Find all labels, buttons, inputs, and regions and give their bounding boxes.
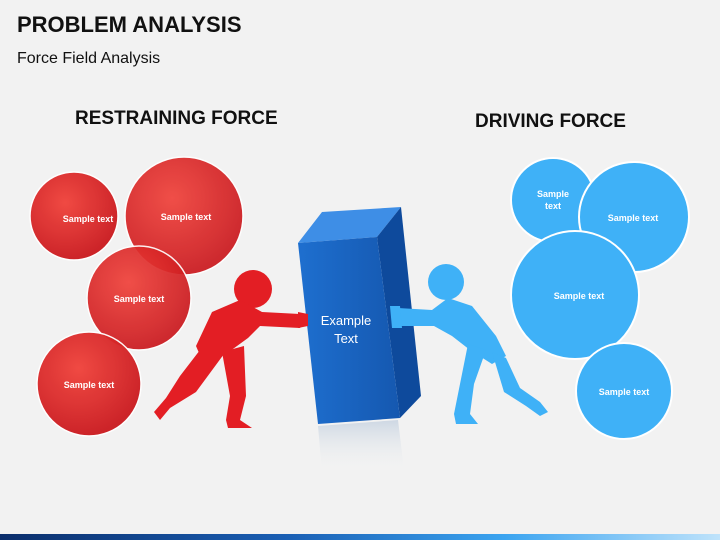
box-top-face <box>298 207 401 243</box>
bottom-accent-bar <box>0 534 720 540</box>
red-figure-front-leg <box>222 346 252 428</box>
driving-circle <box>575 342 673 440</box>
page-title: PROBLEM ANALYSIS <box>17 12 242 37</box>
center-box-label: Example Text <box>320 313 372 346</box>
restraining-circle-label: Sample text <box>160 212 212 222</box>
driving-circle-label: Sample text <box>536 189 570 211</box>
red-figure-back-leg <box>154 350 224 420</box>
blue-figure-back-leg <box>492 352 548 416</box>
restraining-circle-label: Sample text <box>62 214 114 224</box>
driving-circle-label: Sample text <box>598 387 650 397</box>
box-reflection <box>318 420 404 472</box>
restraining-circles <box>29 156 244 437</box>
driving-force-heading: DRIVING FORCE <box>475 111 626 132</box>
restraining-circle <box>86 245 192 351</box>
red-figure-body <box>196 300 306 360</box>
restraining-circle-label: Sample text <box>113 294 165 304</box>
center-box <box>298 207 421 424</box>
restraining-force-heading: RESTRAINING FORCE <box>75 108 278 129</box>
driving-circle-label: Sample text <box>553 291 605 301</box>
driving-circles <box>510 157 690 440</box>
restraining-circle <box>36 331 142 437</box>
restraining-circle-label: Sample text <box>63 380 115 390</box>
restraining-circle <box>29 171 119 261</box>
box-front-face <box>298 237 400 424</box>
red-pushing-figure <box>154 270 308 428</box>
red-figure-hand <box>298 312 308 328</box>
page-subtitle: Force Field Analysis <box>17 50 161 67</box>
blue-figure-hand <box>390 306 402 328</box>
red-figure-head <box>234 270 272 308</box>
driving-circle <box>510 230 640 360</box>
blue-pushing-figure <box>390 264 548 424</box>
blue-figure-front-leg <box>454 344 486 424</box>
blue-figure-head <box>428 264 464 300</box>
driving-circle-label: Sample text <box>607 213 659 223</box>
